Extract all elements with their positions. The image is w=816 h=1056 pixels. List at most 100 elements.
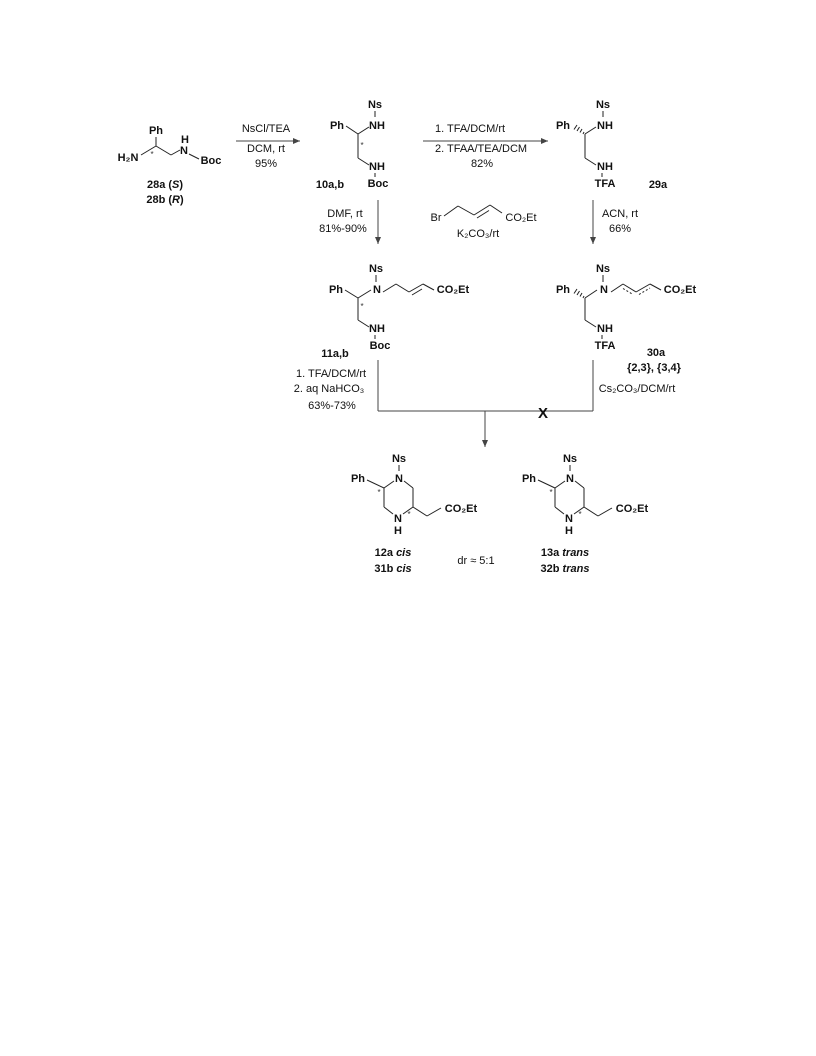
phenyl-label: Ph [149,125,163,137]
hash-line [576,290,580,296]
cyclization-step: X 1. TFA/DCM/rt 2. aq NaHCO₃ 63%-73% Cs₂… [294,360,676,447]
ester-label: CO₂Et [616,503,649,515]
stereocenter-mark: * [377,488,380,497]
compound-label: 29a [649,179,668,191]
step-29-to-30: ACN, rt 66% [590,200,638,244]
diastereomeric-ratio: dr ≈ 5:1 [457,555,494,567]
stereocenter-mark: * [360,141,363,150]
hydrogen-label: H [394,525,402,537]
bond [584,157,597,166]
boc-label: Boc [368,178,389,190]
stereo-descriptor: R [172,194,180,206]
bond [610,283,624,293]
yield-text: 63%-73% [308,400,356,412]
label-text: 12a [375,547,396,559]
compound-label: 11a,b [321,348,349,360]
ester-label: CO₂Et [437,284,470,296]
compound-label: 32b trans [541,563,590,575]
nosyl-label: Ns [596,99,610,111]
bond [473,204,491,216]
nitrogen-label: N [566,473,574,485]
compound-label: 13a trans [541,547,589,559]
nitrogen-label: N [395,473,403,485]
bond [583,506,599,517]
phenyl-label: Ph [556,284,570,296]
compound-29: Ns NH Ph NH TFA 29a [556,99,668,191]
bond [395,283,410,293]
nosyl-label: Ns [563,453,577,465]
isomer-label: {2,3}, {3,4} [627,362,682,374]
bond [574,480,585,489]
label-text: 13a [541,547,562,559]
bond [357,126,370,135]
nh-label: NH [369,323,385,335]
stereo-descriptor: trans [563,563,590,575]
bond [170,149,181,156]
phenyl-label: Ph [556,120,570,132]
hash-line [579,292,583,297]
bond [554,506,565,515]
bond [584,319,597,328]
phenyl-label: Ph [522,473,536,485]
condition-text: ACN, rt [602,208,638,220]
stereo-descriptor: cis [396,547,411,559]
bond [383,506,394,515]
hydrogen-label: H [181,134,189,146]
compound-30: Ns N Ph NH TFA CO₂Et 30a {2,3}, {3,4} [556,263,697,374]
nh-label: NH [597,120,613,132]
tfa-label: TFA [595,340,616,352]
bond [357,157,370,166]
compound-label: 30a [647,347,666,359]
label-text: 32b [541,563,563,575]
alkylating-agent: Br CO₂Et K₂CO₃/rt [431,204,537,240]
compound-11: Ns N Ph * NH Boc CO₂Et 11a,b [321,263,469,360]
boc-label: Boc [201,155,222,167]
condition-text: Cs₂CO₃/DCM/rt [599,383,676,395]
yield-text: 66% [609,223,631,235]
hash-line [582,295,585,299]
label-text: ) [180,194,184,206]
reagent-text: 1. TFA/DCM/rt [435,123,505,135]
hashed-wedge-bond [573,124,585,135]
label-text: 28a ( [147,179,172,191]
step-28-to-10: NsCl/TEA DCM, rt 95% [236,123,300,170]
bond [357,319,370,328]
compound-label: 28a (S) [147,179,183,191]
compound-13-trans: Ns N Ph * * N H CO₂Et 13a trans 32b tran… [522,453,649,575]
stereocenter-mark: * [578,510,581,519]
nh-label: NH [597,323,613,335]
phenyl-label: Ph [329,284,343,296]
bond [573,506,585,515]
bond [443,205,459,217]
stereocenter-mark: * [407,510,410,519]
condition-text: DCM, rt [247,143,285,155]
bond [412,506,428,517]
stereocenter-mark: * [360,302,363,311]
nosyl-label: Ns [369,263,383,275]
base-text: K₂CO₃/rt [457,228,499,240]
bond [344,289,359,299]
bond [155,145,172,156]
reagent-text: 2. aq NaHCO₃ [294,383,365,395]
hashed-wedge-bond [573,288,585,299]
stereo-descriptor: cis [396,563,411,575]
nitrogen-label: N [600,284,608,296]
label-text: ) [179,179,183,191]
compound-label: 10a,b [316,179,344,191]
bond [622,283,637,293]
nitrogen-label: N [565,513,573,525]
bond [584,289,598,299]
nh-label: NH [369,161,385,173]
ester-label: CO₂Et [505,212,536,224]
compound-10: Ns NH Ph * NH Boc 10a,b [316,99,388,191]
bond [382,283,397,293]
nitrogen-label: N [180,145,188,157]
compound-label: 31b cis [374,563,411,575]
bond [489,204,503,214]
label-text: 31b [374,563,396,575]
stereo-descriptor: trans [562,547,589,559]
label-text: 28b ( [146,194,172,206]
bond [635,283,651,293]
bond [383,480,395,489]
bromine-label: Br [431,212,442,224]
